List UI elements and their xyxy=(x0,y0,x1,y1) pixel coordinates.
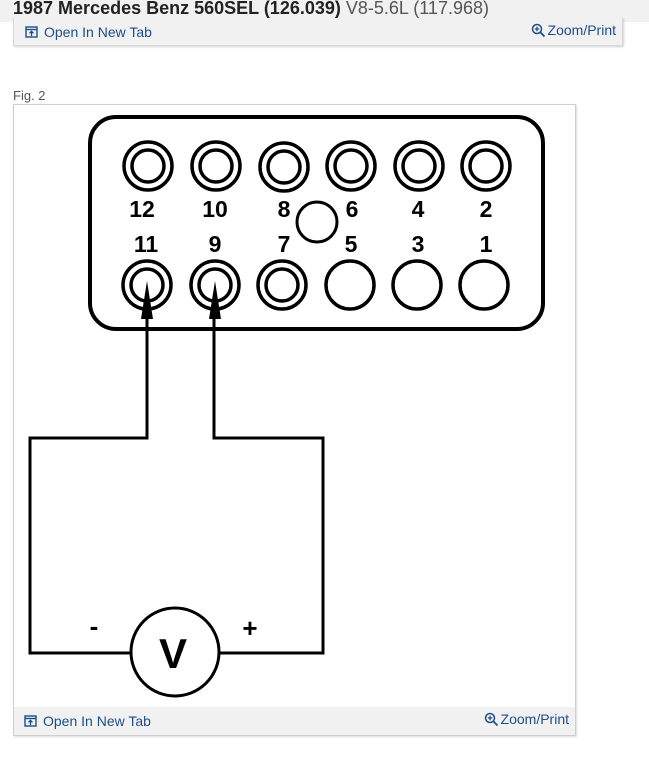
zoom-print-link[interactable]: Zoom/Print xyxy=(484,710,569,728)
figure-toolbar: Open In New Tab Zoom/Print xyxy=(14,707,575,735)
vehicle-name: 1987 Mercedes Benz 560SEL (126.039) xyxy=(13,0,341,18)
pin-number-2: 2 xyxy=(480,196,493,222)
page-title: 1987 Mercedes Benz 560SEL (126.039) V8-5… xyxy=(13,0,489,20)
top-row-sockets xyxy=(122,140,512,193)
open-in-new-tab-link-top[interactable]: Open In New Tab xyxy=(25,23,152,41)
pin-number-11: 11 xyxy=(134,231,159,257)
zoom-in-icon xyxy=(484,712,498,726)
socket-2 xyxy=(460,140,512,192)
socket-3 xyxy=(391,259,443,311)
pin-number-10: 10 xyxy=(202,196,228,222)
figure-caption: Fig. 2 xyxy=(13,88,46,103)
pin-number-8: 8 xyxy=(278,196,291,222)
figure-container: 12 10 8 6 4 2 11 9 7 5 3 1 V - + xyxy=(13,104,576,736)
socket-10 xyxy=(190,140,242,192)
pin-number-12: 12 xyxy=(129,196,155,222)
header-bar: 1987 Mercedes Benz 560SEL (126.039) V8-5… xyxy=(0,0,649,22)
open-in-new-tab-link[interactable]: Open In New Tab xyxy=(24,712,151,730)
zoom-print-label: Zoom/Print xyxy=(500,711,569,727)
zoom-print-link-top[interactable]: Zoom/Print xyxy=(531,21,616,39)
connector-voltmeter-diagram[interactable]: 12 10 8 6 4 2 11 9 7 5 3 1 V - + xyxy=(14,105,575,707)
socket-5 xyxy=(324,259,376,311)
pin-number-3: 3 xyxy=(412,231,425,257)
zoom-print-label: Zoom/Print xyxy=(547,22,616,38)
socket-4 xyxy=(393,140,445,192)
voltmeter-symbol: V xyxy=(159,630,187,677)
pin-number-7: 7 xyxy=(278,231,291,257)
socket-7 xyxy=(256,259,308,311)
open-in-new-tab-label: Open In New Tab xyxy=(43,713,151,729)
engine-spec: V8-5.6L (117.968) xyxy=(345,0,489,18)
bottom-row-sockets xyxy=(121,259,510,311)
open-new-tab-icon xyxy=(25,26,38,38)
probe-tip-pin-11 xyxy=(141,281,153,319)
connector-housing xyxy=(88,115,545,331)
socket-12 xyxy=(122,140,174,192)
pin-number-1: 1 xyxy=(480,231,493,257)
negative-lead-wire xyxy=(28,317,149,655)
voltmeter xyxy=(129,606,221,698)
previous-figure-toolbar: Open In New Tab Zoom/Print xyxy=(13,18,623,46)
pin-number-4: 4 xyxy=(412,196,425,222)
probe-tip-pin-9 xyxy=(209,281,221,319)
pin-number-9: 9 xyxy=(209,231,222,257)
socket-6 xyxy=(325,140,377,192)
socket-1 xyxy=(458,259,510,311)
open-in-new-tab-label: Open In New Tab xyxy=(44,24,152,40)
positive-lead-wire xyxy=(212,317,325,655)
zoom-in-icon xyxy=(531,23,545,37)
positive-terminal-label: + xyxy=(242,613,257,643)
pin-number-5: 5 xyxy=(345,231,358,257)
open-new-tab-icon xyxy=(24,715,37,727)
pin-number-6: 6 xyxy=(346,196,359,222)
socket-8 xyxy=(258,141,310,193)
negative-terminal-label: - xyxy=(90,611,99,641)
connector-key xyxy=(295,200,339,244)
